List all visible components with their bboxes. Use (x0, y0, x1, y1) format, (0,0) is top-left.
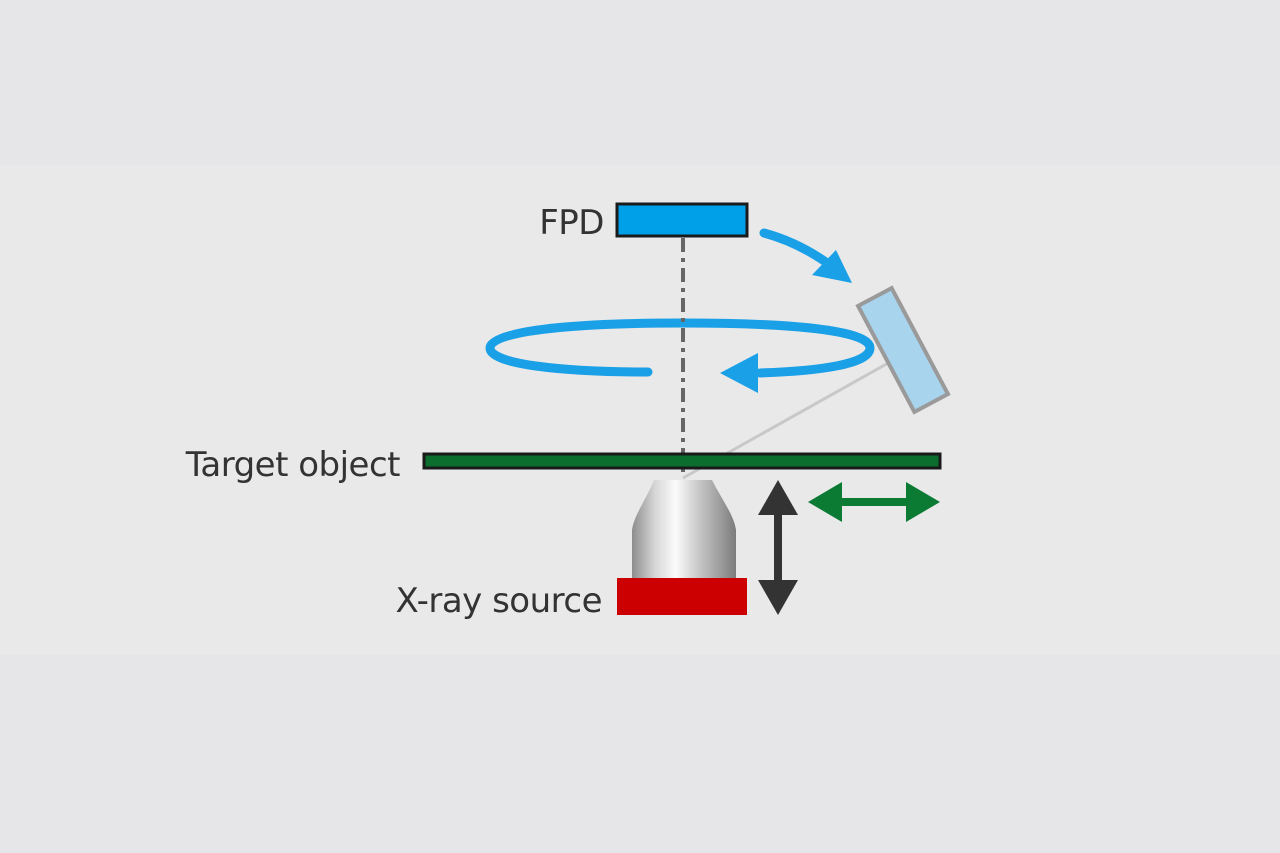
left-right-arrow-icon (808, 482, 940, 522)
xray-tube-cone (632, 480, 736, 578)
tilt-arrowhead (812, 250, 852, 283)
rotation-arrow-icon (485, 318, 875, 378)
up-down-arrow-icon (758, 480, 798, 615)
fpd-detector-tilted (855, 285, 951, 415)
target-object-plate (422, 452, 942, 470)
fpd-label: FPD (539, 203, 604, 243)
xray-source-base (617, 578, 747, 615)
fpd-detector (615, 202, 749, 238)
target-object-label: Target object (185, 445, 400, 485)
rotation-arrowhead (720, 353, 758, 393)
tilt-arrow-icon (759, 228, 835, 270)
xray-source-label: X-ray source (395, 581, 602, 621)
